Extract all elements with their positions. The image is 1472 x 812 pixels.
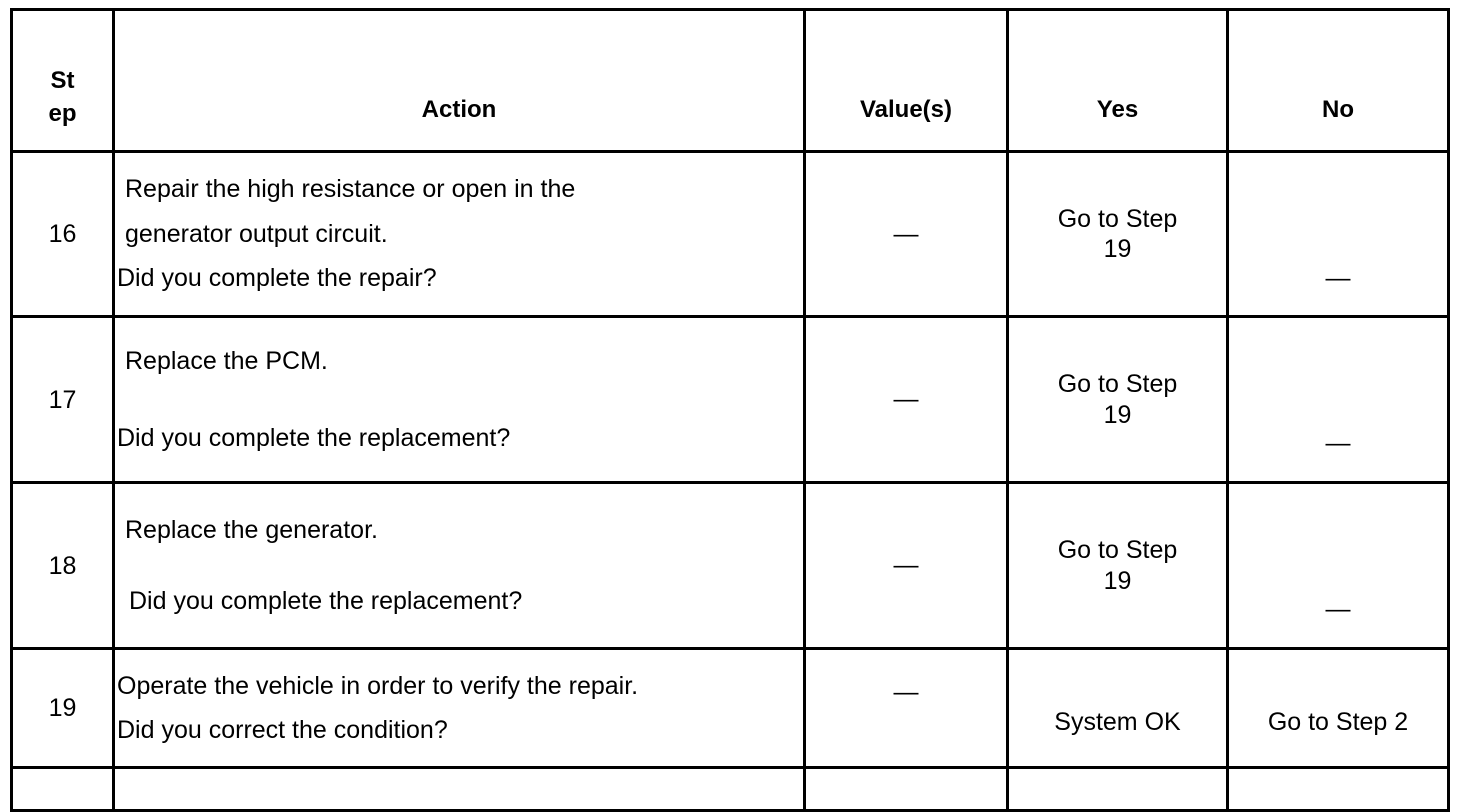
table-row: 16 Repair the high resistance or open in… bbox=[10, 150, 1450, 318]
cell-step: 19 bbox=[10, 647, 115, 769]
action-blank-line bbox=[115, 374, 803, 426]
action-line: Repair the high resistance or open in th… bbox=[125, 175, 576, 204]
cell-action: Replace the PCM. Did you complete the re… bbox=[112, 315, 806, 484]
yes-line: 19 bbox=[1103, 566, 1132, 595]
action-blank-line bbox=[115, 543, 803, 589]
cell-no: — bbox=[1226, 150, 1450, 318]
table-row: 19 Operate the vehicle in order to verif… bbox=[10, 647, 1450, 769]
column-header-action: Action bbox=[112, 8, 806, 153]
yes-line: 19 bbox=[1103, 400, 1132, 429]
header-row: St ep Action Value(s) Yes No bbox=[10, 8, 1450, 153]
value-dash: — bbox=[893, 219, 919, 248]
cell-value: — bbox=[803, 647, 1009, 769]
table-row: 17 Replace the PCM. Did you complete the… bbox=[10, 315, 1450, 484]
cell-no: Go to Step 2 bbox=[1226, 647, 1450, 769]
column-header-action-text: Action bbox=[421, 95, 497, 123]
action-line: Did you complete the repair? bbox=[117, 264, 437, 293]
cell-step: 17 bbox=[10, 315, 115, 484]
column-header-no-text: No bbox=[1322, 95, 1354, 123]
value-dash: — bbox=[893, 677, 919, 706]
cell-value: — bbox=[803, 481, 1009, 650]
yes-line: 19 bbox=[1103, 235, 1132, 263]
cell-value: — bbox=[803, 315, 1009, 484]
column-header-no: No bbox=[1226, 8, 1450, 153]
yes-line: System OK bbox=[1054, 707, 1181, 736]
table-header: St ep Action Value(s) Yes No bbox=[10, 8, 1450, 153]
no-dash: — bbox=[1325, 263, 1351, 292]
column-header-step-line2: ep bbox=[48, 99, 77, 127]
action-text-block: Replace the generator. Did you complete … bbox=[115, 515, 803, 615]
cell-value: — bbox=[803, 150, 1009, 318]
action-line: Replace the PCM. bbox=[125, 346, 328, 375]
no-dash: — bbox=[1325, 595, 1351, 624]
no-dash: — bbox=[1325, 429, 1351, 458]
action-line: Replace the generator. bbox=[125, 515, 378, 544]
cell-yes: Go to Step 19 bbox=[1006, 481, 1229, 650]
column-header-step-text: St ep bbox=[13, 65, 112, 130]
action-line: Did you complete the replacement? bbox=[117, 423, 511, 452]
value-dash: — bbox=[893, 385, 919, 414]
diagnostic-step-table: St ep Action Value(s) Yes No 16 bbox=[10, 8, 1450, 812]
action-line: Did you correct the condition? bbox=[117, 716, 448, 744]
document-page: St ep Action Value(s) Yes No 16 bbox=[10, 8, 1450, 812]
column-header-step: St ep bbox=[10, 8, 115, 153]
yes-line: Go to Step bbox=[1057, 370, 1178, 398]
cell-action: Repair the high resistance or open in th… bbox=[112, 150, 806, 318]
cell-no: — bbox=[1226, 481, 1450, 650]
cell-yes: System OK bbox=[1006, 647, 1229, 769]
action-text-block: Replace the PCM. Did you complete the re… bbox=[115, 346, 803, 452]
column-header-yes-text: Yes bbox=[1096, 95, 1139, 123]
no-line: Go to Step 2 bbox=[1267, 707, 1409, 736]
column-header-values-text: Value(s) bbox=[859, 95, 953, 123]
yes-line: Go to Step bbox=[1057, 204, 1178, 233]
cell-step: 16 bbox=[10, 150, 115, 318]
action-line: generator output circuit. bbox=[125, 219, 388, 248]
column-header-values: Value(s) bbox=[803, 8, 1009, 153]
cell-yes: Go to Step 19 bbox=[1006, 150, 1229, 318]
table-row: 18 Replace the generator. Did you comple… bbox=[10, 481, 1450, 650]
cell-action: Replace the generator. Did you complete … bbox=[112, 481, 806, 650]
table-body: 16 Repair the high resistance or open in… bbox=[10, 150, 1450, 812]
column-header-yes: Yes bbox=[1006, 8, 1229, 153]
action-line: Operate the vehicle in order to verify t… bbox=[117, 671, 639, 700]
action-text-block: Repair the high resistance or open in th… bbox=[115, 167, 803, 301]
value-dash: — bbox=[893, 551, 919, 580]
action-line: Did you complete the replacement? bbox=[129, 586, 523, 615]
cell-yes: Go to Step 19 bbox=[1006, 315, 1229, 484]
yes-line: Go to Step bbox=[1057, 536, 1178, 564]
action-text-block: Operate the vehicle in order to verify t… bbox=[115, 664, 803, 753]
cell-step: 18 bbox=[10, 481, 115, 650]
column-header-step-line1: St bbox=[50, 67, 75, 95]
cell-action: Operate the vehicle in order to verify t… bbox=[112, 647, 806, 769]
cell-no: — bbox=[1226, 315, 1450, 484]
